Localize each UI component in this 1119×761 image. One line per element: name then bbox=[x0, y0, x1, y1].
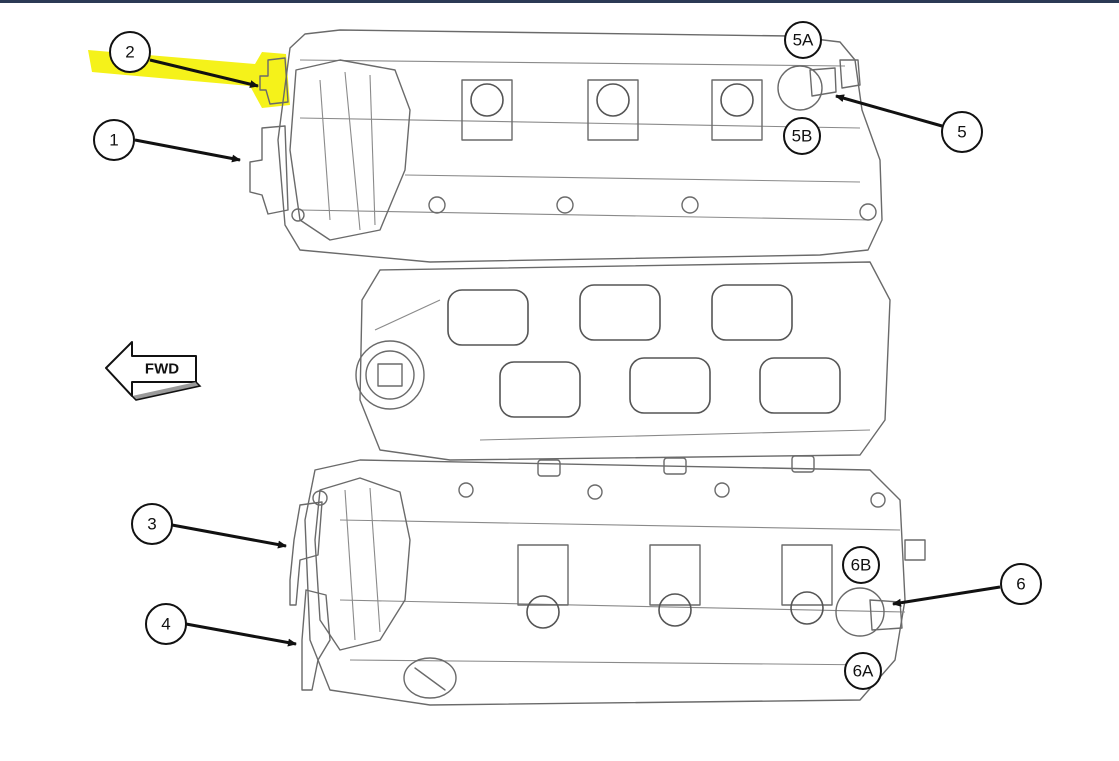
fwd-label: FWD bbox=[145, 361, 179, 378]
svg-text:4: 4 bbox=[161, 615, 170, 634]
svg-text:3: 3 bbox=[147, 515, 156, 534]
callout-2: 2 bbox=[109, 31, 151, 73]
svg-text:6A: 6A bbox=[853, 662, 874, 681]
callout-5: 5 bbox=[941, 111, 983, 153]
callout-5b: 5B bbox=[783, 117, 821, 155]
svg-text:2: 2 bbox=[125, 43, 134, 62]
svg-text:5B: 5B bbox=[792, 127, 813, 146]
engine-line-art bbox=[249, 29, 926, 706]
top-border-bar bbox=[0, 0, 1119, 3]
callout-3: 3 bbox=[131, 503, 173, 545]
svg-text:6: 6 bbox=[1016, 575, 1025, 594]
svg-text:1: 1 bbox=[109, 131, 118, 150]
callout-5a: 5A bbox=[784, 21, 822, 59]
callout-6b: 6B bbox=[842, 546, 880, 584]
callout-6: 6 bbox=[1000, 563, 1042, 605]
svg-text:5A: 5A bbox=[793, 31, 814, 50]
callout-6a: 6A bbox=[844, 652, 882, 690]
svg-text:5: 5 bbox=[957, 123, 966, 142]
svg-text:6B: 6B bbox=[851, 556, 872, 575]
leader-arrows bbox=[134, 58, 1001, 647]
callout-4: 4 bbox=[145, 603, 187, 645]
forward-direction-indicator: FWD bbox=[105, 341, 202, 401]
callout-1: 1 bbox=[93, 119, 135, 161]
